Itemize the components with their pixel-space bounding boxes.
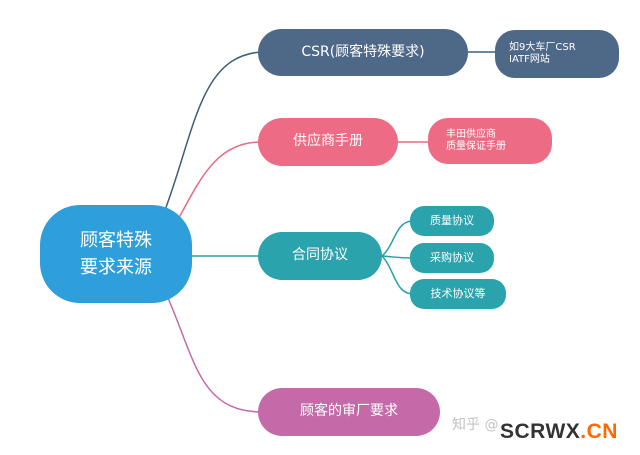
branch-contract-agreement: 合同协议 bbox=[258, 232, 382, 280]
root-node: 顾客特殊 要求来源 bbox=[40, 205, 192, 303]
leaf-purchase-agreement: 采购协议 bbox=[410, 243, 494, 273]
site-watermark-suffix: .CN bbox=[580, 420, 618, 443]
zhihu-watermark: 知乎 @ bbox=[452, 417, 499, 433]
branch-customer-audit: 顾客的审厂要求 bbox=[258, 388, 440, 436]
site-watermark-prefix: SCRWX bbox=[500, 420, 581, 443]
site-watermark: SCRWX.CN bbox=[500, 420, 618, 444]
leaf-quality-agreement: 质量协议 bbox=[410, 206, 494, 236]
leaf-csr-sources: 如9大车厂CSR IATF网站 bbox=[495, 30, 619, 78]
leaf-technical-agreement: 技术协议等 bbox=[410, 279, 506, 309]
connector-root-supplier-manual bbox=[174, 141, 263, 226]
connector-root-csr bbox=[164, 51, 263, 211]
branch-csr: CSR(顾客特殊要求) bbox=[258, 29, 468, 76]
connector-root-audit bbox=[167, 297, 263, 413]
connector-contract-technical bbox=[381, 255, 413, 295]
branch-supplier-manual: 供应商手册 bbox=[258, 118, 398, 166]
leaf-toyota-manual: 丰田供应商 质量保证手册 bbox=[428, 118, 552, 164]
connector-contract-purchase bbox=[381, 255, 413, 259]
connector-contract-quality bbox=[381, 220, 413, 257]
